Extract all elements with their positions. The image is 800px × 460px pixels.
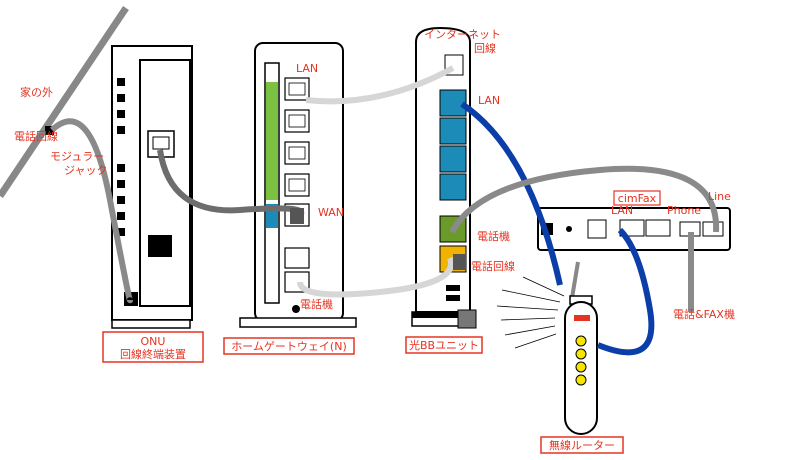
cable-jack-to-onu bbox=[49, 118, 133, 304]
home-gateway-device bbox=[239, 42, 357, 328]
onu-button-icon bbox=[148, 235, 172, 257]
modular-jack-icon bbox=[45, 126, 54, 135]
label-fax-phone: Phone bbox=[667, 204, 701, 217]
label-internet-line: インターネット 回線 bbox=[424, 28, 505, 55]
label-hgw-lan: LAN bbox=[296, 62, 318, 75]
label-modular-jack: モジュラー ジャック bbox=[50, 150, 108, 177]
labels: 家の外 電話回線 モジュラー ジャック LAN WAN 電話機 インターネット … bbox=[14, 28, 735, 321]
label-bb-lan: LAN bbox=[478, 94, 500, 107]
label-bb-phone: 電話機 bbox=[477, 229, 510, 243]
label-phone-line: 電話回線 bbox=[14, 129, 58, 143]
boxed-labels: ONU 回線終端装置 ホームゲートウェイ(N) 光BBユニット cimFax 無… bbox=[102, 190, 661, 454]
hgw-power-icon bbox=[292, 305, 300, 313]
router-antenna bbox=[570, 261, 580, 299]
label-onu-desc: 回線終端装置 bbox=[120, 347, 186, 361]
hgw-green-panel bbox=[266, 82, 278, 200]
house-wall-line bbox=[0, 6, 129, 198]
label-bb-phone-line: 電話回線 bbox=[471, 259, 515, 273]
label-router: 無線ルーター bbox=[549, 438, 615, 452]
label-bb-unit: 光BBユニット bbox=[409, 338, 479, 352]
label-cimfax: cimFax bbox=[618, 192, 657, 205]
label-fax-line: Line bbox=[708, 190, 731, 203]
label-onu: ONU bbox=[141, 335, 166, 348]
label-hgw-wan: WAN bbox=[318, 206, 344, 219]
label-hgw-phone: 電話機 bbox=[300, 297, 333, 311]
cable-hgw-lan-to-internet bbox=[305, 65, 455, 105]
bb-lan-port bbox=[439, 89, 467, 117]
cimfax-device bbox=[537, 207, 731, 251]
label-fax-lan: LAN bbox=[611, 204, 633, 217]
router-status-bar bbox=[574, 315, 590, 321]
label-hgw: ホームゲートウェイ(N) bbox=[231, 340, 346, 353]
label-phone-fax: 電話&FAX機 bbox=[673, 307, 735, 321]
label-house-outside: 家の外 bbox=[20, 85, 53, 99]
cable-router-to-cimfax-lan bbox=[596, 227, 655, 356]
cables bbox=[49, 65, 720, 356]
wireless-router-device bbox=[496, 261, 598, 435]
bb-power-adapter bbox=[457, 309, 477, 329]
cable-bb-phone-to-cimfax-line bbox=[449, 165, 720, 234]
cable-bb-lan-to-router bbox=[460, 101, 563, 286]
cable-hgw-phone-to-bb bbox=[297, 256, 455, 298]
